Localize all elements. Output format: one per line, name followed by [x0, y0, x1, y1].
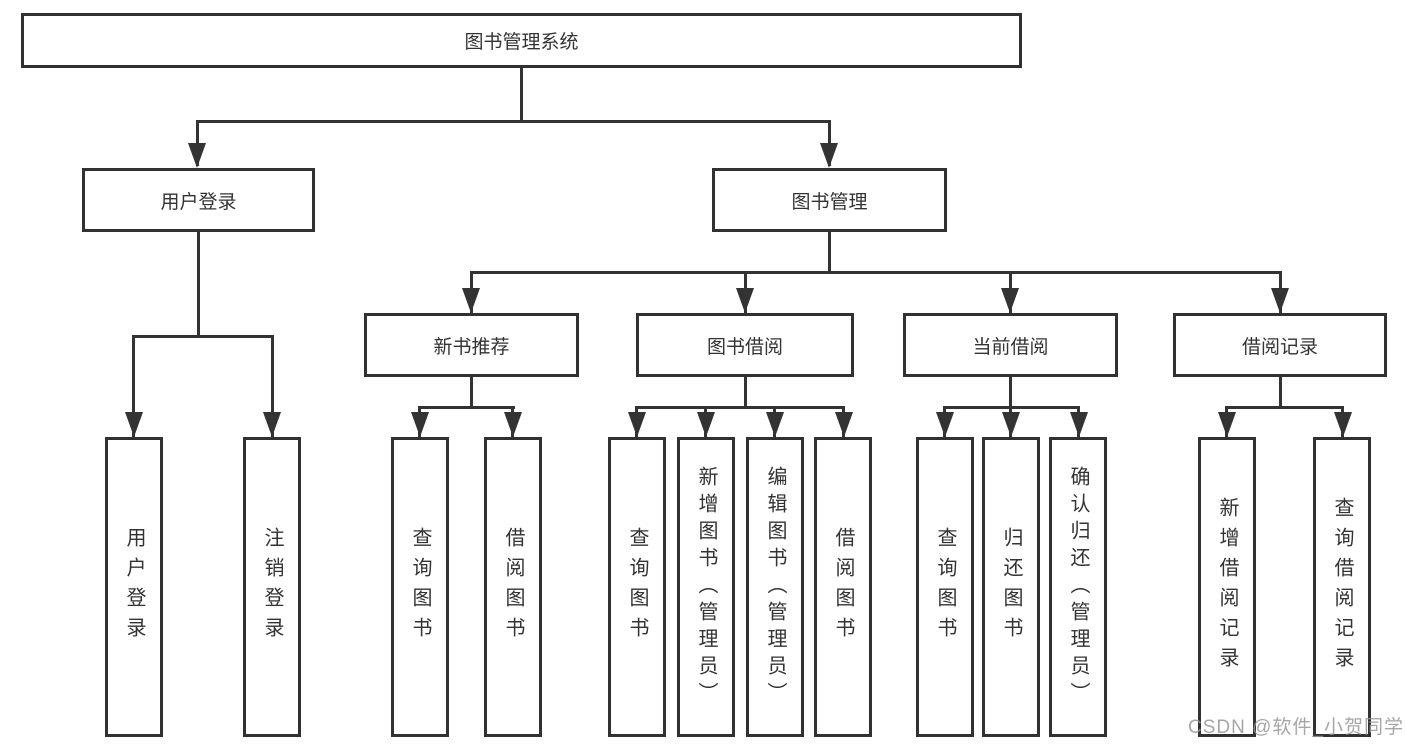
leaf-borrow-book: 借阅图书 — [814, 437, 872, 737]
node-new-book-recommend: 新书推荐 — [364, 313, 579, 377]
node-user-login: 用户登录 — [82, 168, 315, 232]
leaf-query-book-recommend: 查询图书 — [391, 437, 449, 737]
leaf-confirm-return-admin: 确认归还（管理员） — [1049, 437, 1107, 737]
leaf-borrow-book-recommend: 借阅图书 — [484, 437, 542, 737]
csdn-watermark: CSDN @软件_小贺同学 — [1188, 717, 1404, 738]
connector-arrowhead — [1334, 412, 1352, 437]
connector-arrowhead — [736, 288, 754, 313]
connector-line — [132, 335, 274, 338]
connector-arrowhead — [125, 412, 143, 437]
leaf-edit-book-admin: 编辑图书（管理员） — [746, 437, 804, 737]
leaf-query-borrow-record: 查询借阅记录 — [1313, 437, 1371, 737]
connector-line — [196, 120, 831, 123]
connector-arrowhead — [1218, 412, 1236, 437]
connector-arrowhead — [263, 412, 281, 437]
connector-arrowhead — [766, 412, 784, 437]
leaf-query-book-current: 查询图书 — [916, 437, 974, 737]
connector-line — [1279, 377, 1282, 409]
connector-line — [1009, 377, 1012, 409]
connector-arrowhead — [1001, 288, 1019, 313]
connector-line — [744, 377, 747, 409]
connector-line — [520, 68, 523, 123]
node-borrow-record: 借阅记录 — [1173, 313, 1387, 377]
connector-arrowhead — [936, 412, 954, 437]
connector-arrowhead — [820, 143, 838, 168]
leaf-user-login: 用户登录 — [105, 437, 163, 737]
connector-line — [470, 377, 473, 409]
connector-arrowhead — [835, 412, 853, 437]
connector-arrowhead — [628, 412, 646, 437]
leaf-add-book-admin: 新增图书（管理员） — [677, 437, 735, 737]
node-root: 图书管理系统 — [21, 13, 1022, 68]
connector-arrowhead — [462, 288, 480, 313]
leaf-return-book: 归还图书 — [982, 437, 1040, 737]
connector-arrowhead — [188, 143, 206, 168]
connector-line — [635, 406, 845, 409]
connector-arrowhead — [504, 412, 522, 437]
connector-line — [271, 335, 274, 437]
connector-arrowhead — [697, 412, 715, 437]
connector-arrowhead — [1070, 412, 1088, 437]
leaf-query-book-borrow: 查询图书 — [608, 437, 666, 737]
connector-line — [470, 271, 1282, 274]
leaf-logout: 注销登录 — [243, 437, 301, 737]
node-book-management: 图书管理 — [712, 168, 947, 232]
connector-line — [418, 406, 515, 409]
node-book-borrow: 图书借阅 — [636, 313, 854, 377]
connector-line — [197, 232, 200, 338]
leaf-add-borrow-record: 新增借阅记录 — [1198, 437, 1256, 737]
connector-line — [1225, 406, 1344, 409]
connector-arrowhead — [1002, 412, 1020, 437]
connector-arrowhead — [1271, 288, 1289, 313]
connector-line — [132, 335, 135, 437]
connector-line — [828, 232, 831, 274]
node-current-borrow: 当前借阅 — [903, 313, 1118, 377]
connector-arrowhead — [411, 412, 429, 437]
